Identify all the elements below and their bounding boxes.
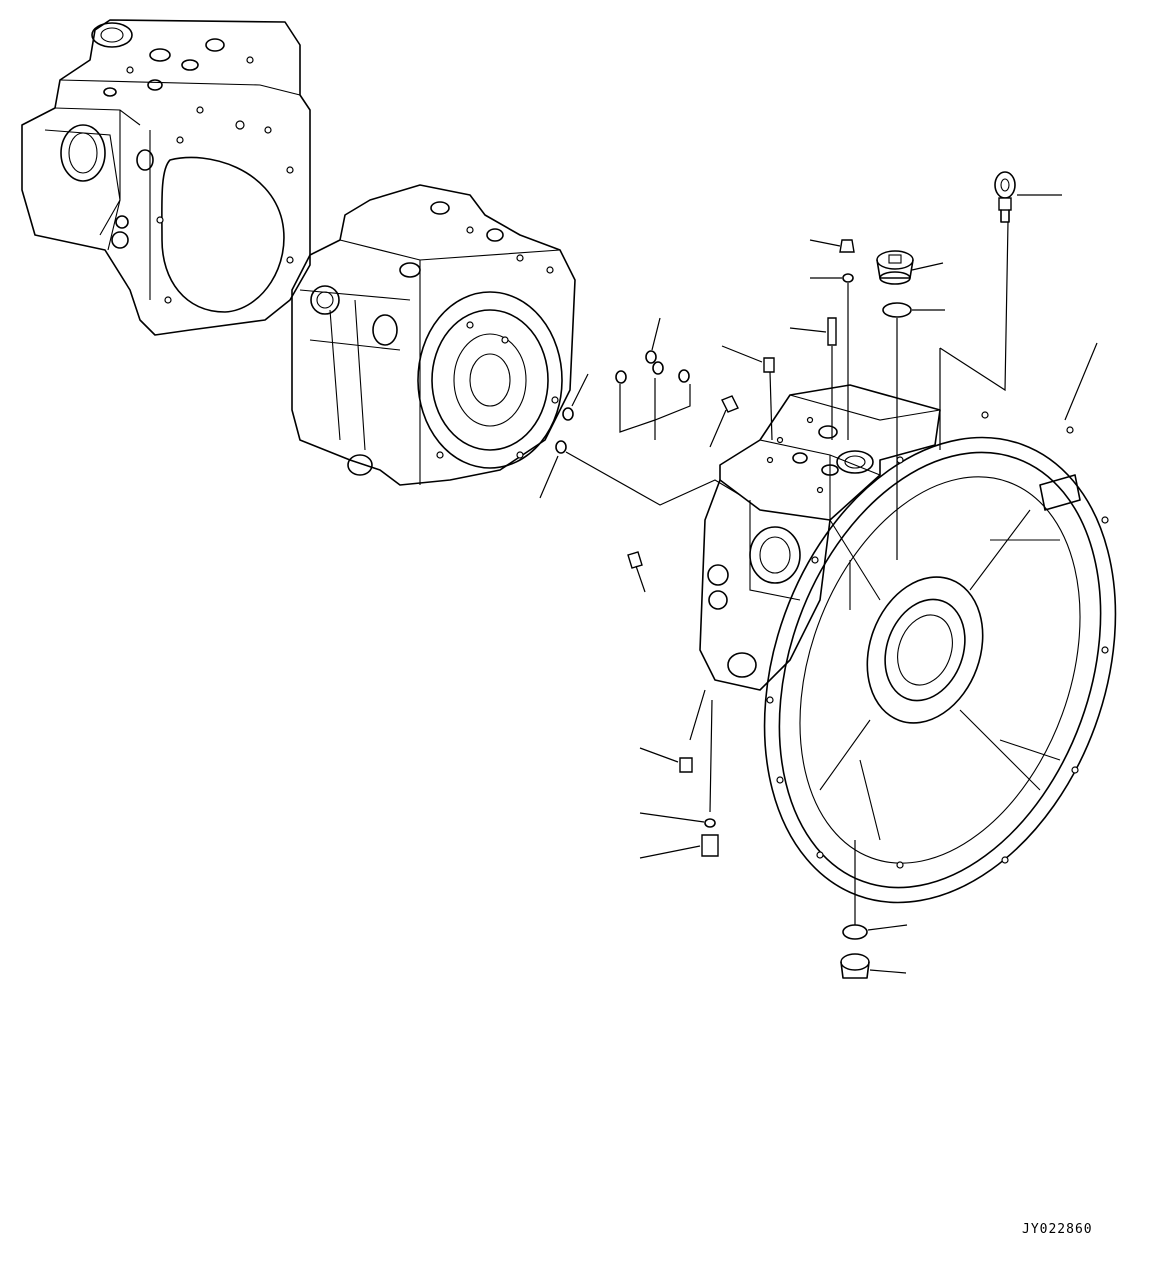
pump-housing-rear-view (21, 19, 311, 336)
leader-lines (539, 194, 1098, 974)
o-ring-set (555, 350, 690, 454)
main-pump-assembly (699, 384, 1117, 904)
eye-bolt (994, 171, 1016, 223)
drawing-id-label: JY022860 (1022, 1222, 1093, 1237)
pump-housing-front-view (291, 184, 576, 486)
o-ring-small (842, 273, 912, 318)
fittings-small (627, 239, 870, 979)
square-head-plug (876, 250, 914, 285)
